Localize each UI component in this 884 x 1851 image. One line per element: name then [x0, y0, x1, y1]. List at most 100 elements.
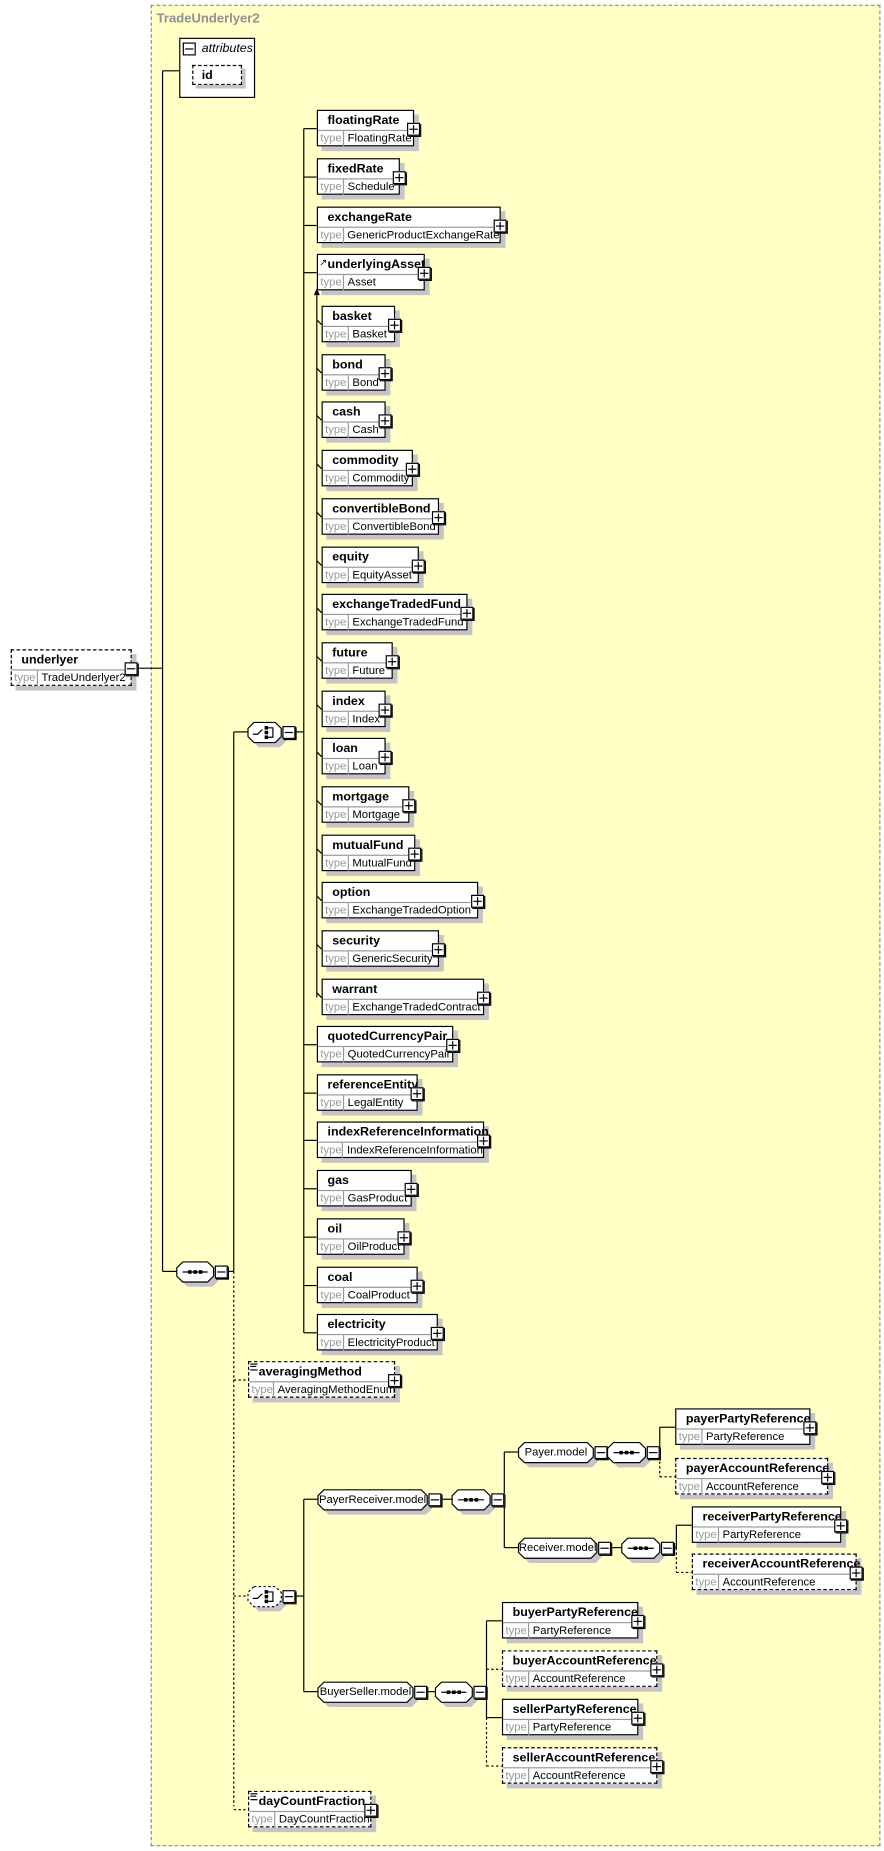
- expand-button[interactable]: [430, 1326, 444, 1340]
- expand-button[interactable]: [388, 1374, 402, 1388]
- expand-button[interactable]: [477, 1134, 491, 1148]
- expand-button[interactable]: [378, 750, 392, 764]
- collapse-button[interactable]: [124, 662, 138, 676]
- expand-button[interactable]: [385, 655, 399, 669]
- expand-button[interactable]: [378, 414, 392, 428]
- sequence-compositor[interactable]: [451, 1489, 505, 1515]
- expand-button[interactable]: [405, 462, 419, 476]
- model-group[interactable]: Payer.model: [517, 1441, 608, 1468]
- expand-button[interactable]: [631, 1614, 645, 1628]
- element-name: exchangeRate: [318, 208, 500, 228]
- choice-compositor[interactable]: [247, 1586, 296, 1612]
- sequence-icon: [434, 1681, 478, 1708]
- attribute-id[interactable]: id: [192, 64, 243, 85]
- expand-button[interactable]: [407, 122, 421, 136]
- collapse-button[interactable]: [660, 1541, 674, 1555]
- expand-button[interactable]: [477, 991, 491, 1005]
- expand-button[interactable]: [364, 1803, 378, 1817]
- expand-button[interactable]: [378, 703, 392, 717]
- expand-button[interactable]: [402, 799, 416, 813]
- expand-button[interactable]: [408, 847, 422, 861]
- collapse-button[interactable]: [491, 1493, 505, 1507]
- expand-button[interactable]: [417, 266, 431, 280]
- expand-button[interactable]: [446, 1038, 460, 1052]
- expand-button[interactable]: [821, 1470, 835, 1484]
- collapse-button[interactable]: [214, 1265, 228, 1279]
- expand-button[interactable]: [411, 559, 425, 573]
- model-group[interactable]: PayerReceiver.model: [317, 1489, 442, 1515]
- expand-button[interactable]: [631, 1711, 645, 1725]
- choice-compositor[interactable]: [247, 721, 296, 748]
- model-group[interactable]: BuyerSeller.model: [317, 1681, 428, 1708]
- expand-button[interactable]: [650, 1760, 664, 1774]
- collapse-button[interactable]: [282, 726, 296, 739]
- expand-button[interactable]: [803, 1421, 817, 1435]
- collapse-button[interactable]: [428, 1493, 442, 1507]
- expand-button[interactable]: [431, 943, 445, 957]
- expand-button[interactable]: [397, 1231, 411, 1245]
- expand-button[interactable]: [849, 1566, 863, 1580]
- collapse-button[interactable]: [646, 1446, 660, 1460]
- expand-button[interactable]: [493, 219, 507, 233]
- sequence-compositor[interactable]: [606, 1441, 660, 1468]
- expand-button[interactable]: [650, 1663, 664, 1677]
- expand-button[interactable]: [392, 171, 406, 185]
- expand-button[interactable]: [388, 318, 402, 332]
- collapse-button[interactable]: [282, 1590, 296, 1604]
- model-group[interactable]: Receiver.model: [517, 1537, 612, 1563]
- expand-button[interactable]: [460, 606, 474, 620]
- expand-button[interactable]: [404, 1182, 418, 1196]
- expand-button[interactable]: [410, 1087, 424, 1101]
- sequence-compositor[interactable]: [176, 1261, 228, 1287]
- sequence-compositor[interactable]: [434, 1681, 487, 1708]
- expand-button[interactable]: [834, 1519, 848, 1533]
- sequence-compositor[interactable]: [621, 1537, 674, 1563]
- collapse-button[interactable]: [414, 1685, 428, 1699]
- collapse-button[interactable]: [473, 1685, 487, 1699]
- expand-button[interactable]: [410, 1279, 424, 1293]
- collapse-button[interactable]: [598, 1541, 612, 1555]
- collapse-attributes-button[interactable]: [182, 42, 196, 56]
- expand-button[interactable]: [431, 511, 445, 525]
- expand-button[interactable]: [378, 367, 392, 381]
- expand-button[interactable]: [471, 894, 485, 908]
- collapse-button[interactable]: [594, 1446, 608, 1460]
